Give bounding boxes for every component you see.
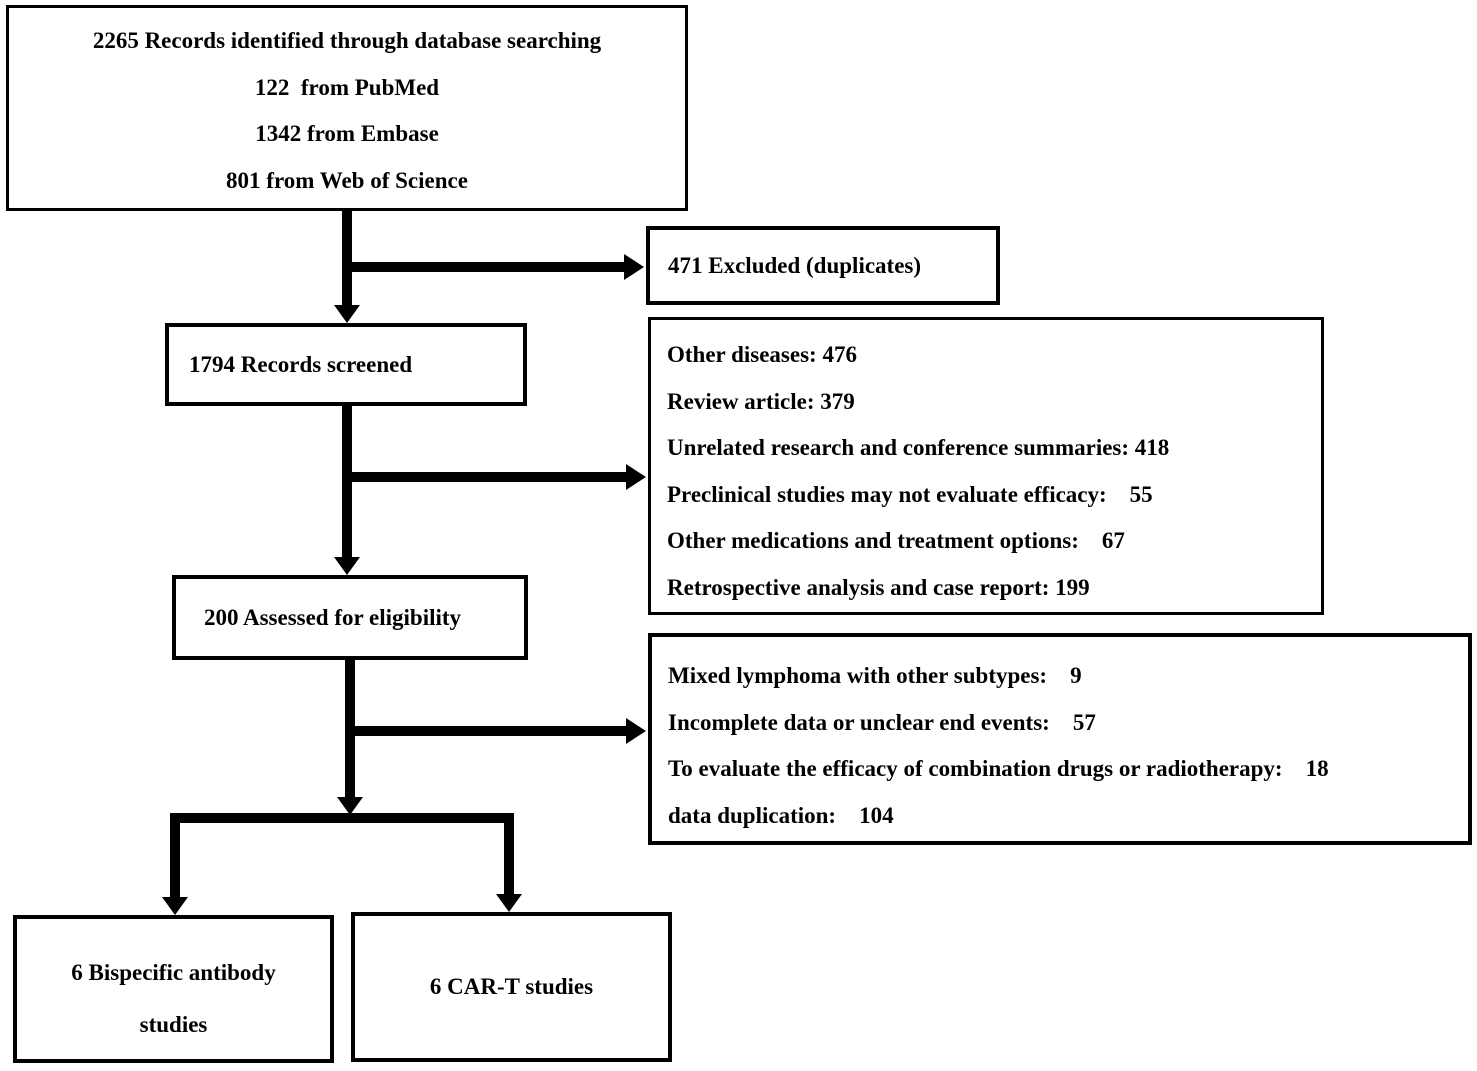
arrowhead-into-eligibility-exclusions-icon: [626, 718, 646, 744]
exclusion-preclinical-studies: Preclinical studies may not evaluate eff…: [667, 481, 1153, 507]
arrowhead-into-eligibility-icon: [334, 557, 360, 575]
excluded-duplicates-label: 471 Excluded (duplicates): [668, 252, 922, 278]
arrowhead-into-split-icon: [337, 797, 363, 815]
connector-to-eligibility-exclusions-line: [350, 726, 626, 736]
web-of-science-count-line: 801 from Web of Science: [226, 167, 468, 193]
connector-split-to-cart-line: [504, 813, 514, 894]
excluded-duplicates-box: 471 Excluded (duplicates): [646, 226, 1000, 305]
connector-to-screening-exclusions-line: [347, 472, 626, 482]
assessed-eligibility-box: 200 Assessed for eligibility: [172, 575, 528, 660]
records-screened-label: 1794 Records screened: [189, 351, 413, 377]
cart-studies-box: 6 CAR-T studies: [351, 912, 672, 1062]
bispecific-studies-line2: studies: [139, 1012, 208, 1037]
records-identified-line: 2265 Records identified through database…: [92, 28, 602, 53]
arrowhead-into-bispecific-icon: [162, 897, 188, 915]
exclusion-review-article: Review article: 379: [667, 388, 855, 414]
exclusion-incomplete-data: Incomplete data or unclear end events: 5…: [668, 709, 1096, 735]
bispecific-studies-line1: 6 Bispecific antibody: [71, 960, 276, 985]
exclusion-data-duplication: data duplication: 104: [668, 802, 894, 828]
exclusion-mixed-lymphoma: Mixed lymphoma with other subtypes: 9: [668, 663, 1082, 688]
screening-exclusions-box: Other diseases: 476 Review article: 379 …: [648, 317, 1324, 615]
eligibility-exclusions-box: Mixed lymphoma with other subtypes: 9 In…: [648, 633, 1472, 845]
exclusion-other-medications: Other medications and treatment options:…: [667, 528, 1125, 553]
exclusion-retrospective-analysis: Retrospective analysis and case report: …: [667, 574, 1090, 600]
connector-split-to-bispecific-line: [170, 813, 180, 897]
split-bar-line: [170, 813, 514, 823]
cart-studies-label: 6 CAR-T studies: [429, 974, 594, 999]
exclusion-other-diseases: Other diseases: 476: [667, 342, 857, 367]
arrowhead-into-screening-exclusions-icon: [626, 464, 646, 490]
connector-identified-to-screened-line: [342, 211, 352, 307]
connector-to-duplicates-line: [347, 262, 624, 272]
bispecific-studies-box: 6 Bispecific antibody studies: [13, 915, 334, 1063]
exclusion-combination-drugs: To evaluate the efficacy of combination …: [668, 756, 1329, 781]
arrowhead-into-screened-icon: [334, 305, 360, 323]
arrowhead-into-duplicates-icon: [624, 254, 644, 280]
pubmed-count-line: 122 from PubMed: [254, 74, 440, 100]
assessed-eligibility-label: 200 Assessed for eligibility: [204, 604, 462, 630]
records-identified-box: 2265 Records identified through database…: [6, 5, 688, 211]
records-screened-box: 1794 Records screened: [165, 323, 527, 406]
exclusion-unrelated-research: Unrelated research and conference summar…: [667, 435, 1170, 460]
arrowhead-into-cart-icon: [496, 894, 522, 912]
embase-count-line: 1342 from Embase: [255, 121, 439, 146]
connector-screened-to-eligibility-line: [342, 406, 352, 559]
